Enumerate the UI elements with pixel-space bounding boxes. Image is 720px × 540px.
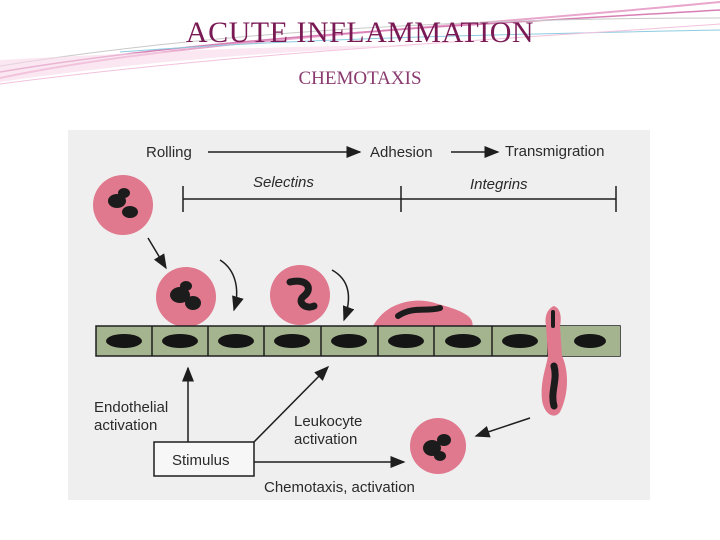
rolling-label: Rolling xyxy=(146,144,192,161)
leukocyte-activation-line1: Leukocyte xyxy=(294,413,362,430)
transmigration-label: Transmigration xyxy=(505,143,604,160)
adhesion-label: Adhesion xyxy=(370,144,433,161)
leukocyte-extravasation-diagram: Rolling Adhesion Transmigration Selectin… xyxy=(68,130,650,500)
integrins-label: Integrins xyxy=(470,176,528,193)
rolling-leukocyte-1 xyxy=(156,267,216,327)
leukocyte-activation-line2: activation xyxy=(294,431,357,448)
adhered-leukocyte xyxy=(373,300,473,328)
endothelium xyxy=(95,325,621,357)
leukocyte-activation-arrow xyxy=(253,365,330,443)
slide-title: ACUTE INFLAMMATION xyxy=(185,16,535,49)
approach-arrow xyxy=(147,237,167,270)
rolling-arrow-1 xyxy=(219,259,244,312)
stimulus-box xyxy=(153,441,255,477)
selectins-integrins-range-bar xyxy=(182,186,617,212)
header-decoration xyxy=(0,1,720,85)
transmigrating-leukocyte xyxy=(541,306,567,416)
slide-subtitle: CHEMOTAXIS xyxy=(298,68,422,89)
migration-arrow xyxy=(474,417,531,438)
selectins-label: Selectins xyxy=(253,174,314,191)
rolling-arrow-2 xyxy=(331,269,355,322)
rolling-leukocyte-2 xyxy=(270,265,330,325)
migrated-leukocyte xyxy=(410,418,466,474)
endothelial-activation-line1: Endothelial xyxy=(94,399,168,416)
free-leukocyte xyxy=(93,175,153,235)
chemotaxis-activation-label: Chemotaxis, activation xyxy=(264,479,415,496)
endothelial-activation-line2: activation xyxy=(94,417,157,434)
stimulus-label: Stimulus xyxy=(172,452,230,469)
